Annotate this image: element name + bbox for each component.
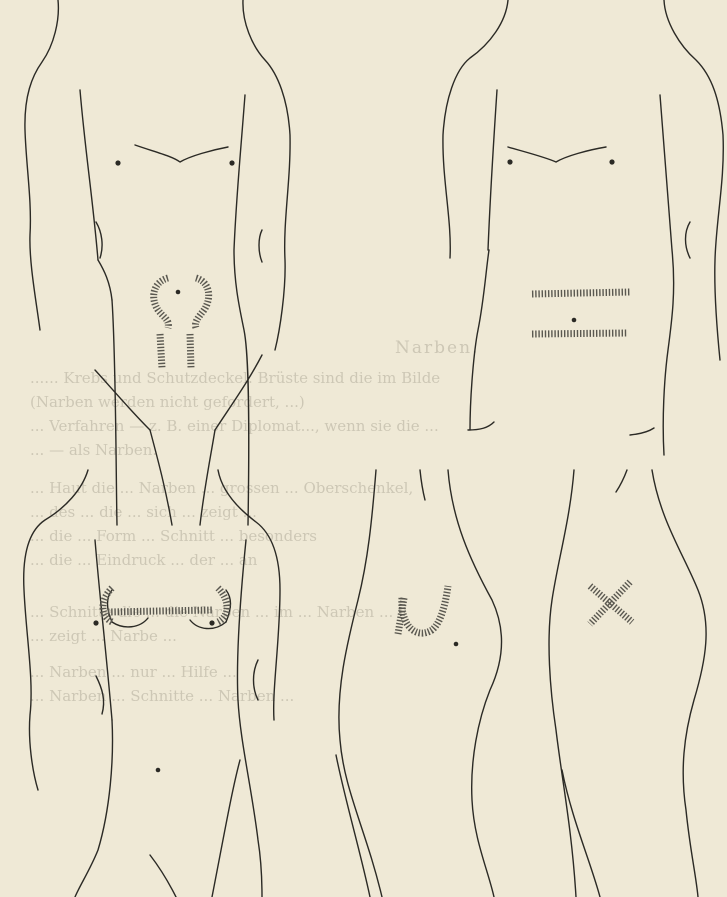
figure-5-flank-cross-scar (549, 470, 706, 897)
figure-2-torso-transverse-scars (443, 0, 723, 455)
figure-4-flank-curved-scar (336, 470, 502, 897)
scar-u-left-limb (398, 598, 404, 634)
scar-cross-stroke-2 (590, 582, 630, 624)
figure-3-torso-submammary-scars (24, 470, 280, 897)
scar-right-breast-arc (218, 588, 227, 622)
scar-left-curve (154, 278, 169, 328)
scar-right-vertical (190, 334, 191, 368)
scar-right-curve (195, 278, 208, 328)
figure-1-torso-umbilical-scars (25, 0, 290, 525)
scar-left-vertical (160, 334, 162, 368)
scar-lower-transverse (532, 333, 628, 334)
scar-curved-u (402, 586, 448, 633)
scar-submammary-transverse (108, 610, 212, 612)
scar-upper-transverse (532, 292, 630, 294)
